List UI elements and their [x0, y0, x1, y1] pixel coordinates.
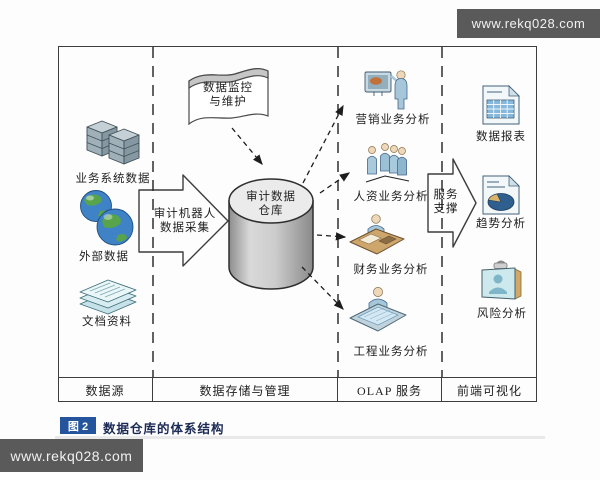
collect-line2: 数据采集 — [160, 222, 210, 234]
label-trend-analysis: 趋势分析 — [476, 218, 526, 230]
footer-label-row: 数据源 数据存储与管理 OLAP 服务 前端可视化 — [58, 377, 537, 402]
report-icon — [482, 85, 520, 125]
support-line2: 支撑 — [433, 203, 459, 215]
diagram-frame — [58, 46, 537, 402]
servers-icon — [86, 120, 140, 165]
figure-caption: 数据仓库的体系结构 — [103, 422, 225, 436]
warehouse-text: 审计数据 仓库 — [246, 190, 296, 218]
warehouse-line2: 仓库 — [258, 205, 284, 217]
label-business-systems-data: 业务系统数据 — [75, 173, 151, 185]
label-data-report: 数据报表 — [476, 131, 526, 143]
banner-line1: 数据监控 — [203, 82, 253, 94]
documents-icon — [79, 279, 137, 315]
finance-analysis-icon — [349, 214, 405, 255]
engineering-analysis-icon — [349, 287, 407, 332]
trend-icon — [482, 175, 520, 215]
collect-arrow-text: 审计机器人 数据采集 — [154, 207, 217, 235]
label-hr-analysis: 人资业务分析 — [353, 191, 429, 203]
watermark-bottom: www.rekq028.com — [0, 439, 143, 472]
caption-underline — [55, 436, 545, 439]
figure-badge: 图 2 — [60, 417, 96, 434]
label-marketing-analysis: 营销业务分析 — [355, 114, 431, 126]
hr-analysis-icon — [365, 143, 410, 183]
label-risk-analysis: 风险分析 — [477, 308, 527, 320]
footer-label-frontend: 前端可视化 — [456, 383, 522, 398]
collect-line1: 审计机器人 — [153, 208, 217, 220]
label-external-data: 外部数据 — [79, 251, 129, 263]
marketing-analysis-icon — [364, 70, 408, 110]
label-engineering-analysis: 工程业务分析 — [353, 346, 429, 358]
footer-label-storage: 数据存储与管理 — [153, 378, 338, 402]
watermark-top: www.rekq028.com — [457, 9, 600, 38]
banner-text: 数据监控 与维护 — [203, 81, 253, 109]
support-arrow-text: 服务 支撑 — [434, 188, 459, 216]
banner-line2: 与维护 — [209, 96, 247, 108]
footer-label-sources: 数据源 — [58, 378, 153, 402]
warehouse-line1: 审计数据 — [246, 191, 296, 203]
support-line1: 服务 — [433, 189, 459, 201]
label-document-materials: 文档资料 — [82, 316, 132, 328]
footer-label-olap: OLAP 服务 — [338, 378, 442, 402]
label-finance-analysis: 财务业务分析 — [353, 264, 429, 276]
globes-icon — [80, 190, 134, 246]
risk-badge-icon — [481, 260, 522, 300]
